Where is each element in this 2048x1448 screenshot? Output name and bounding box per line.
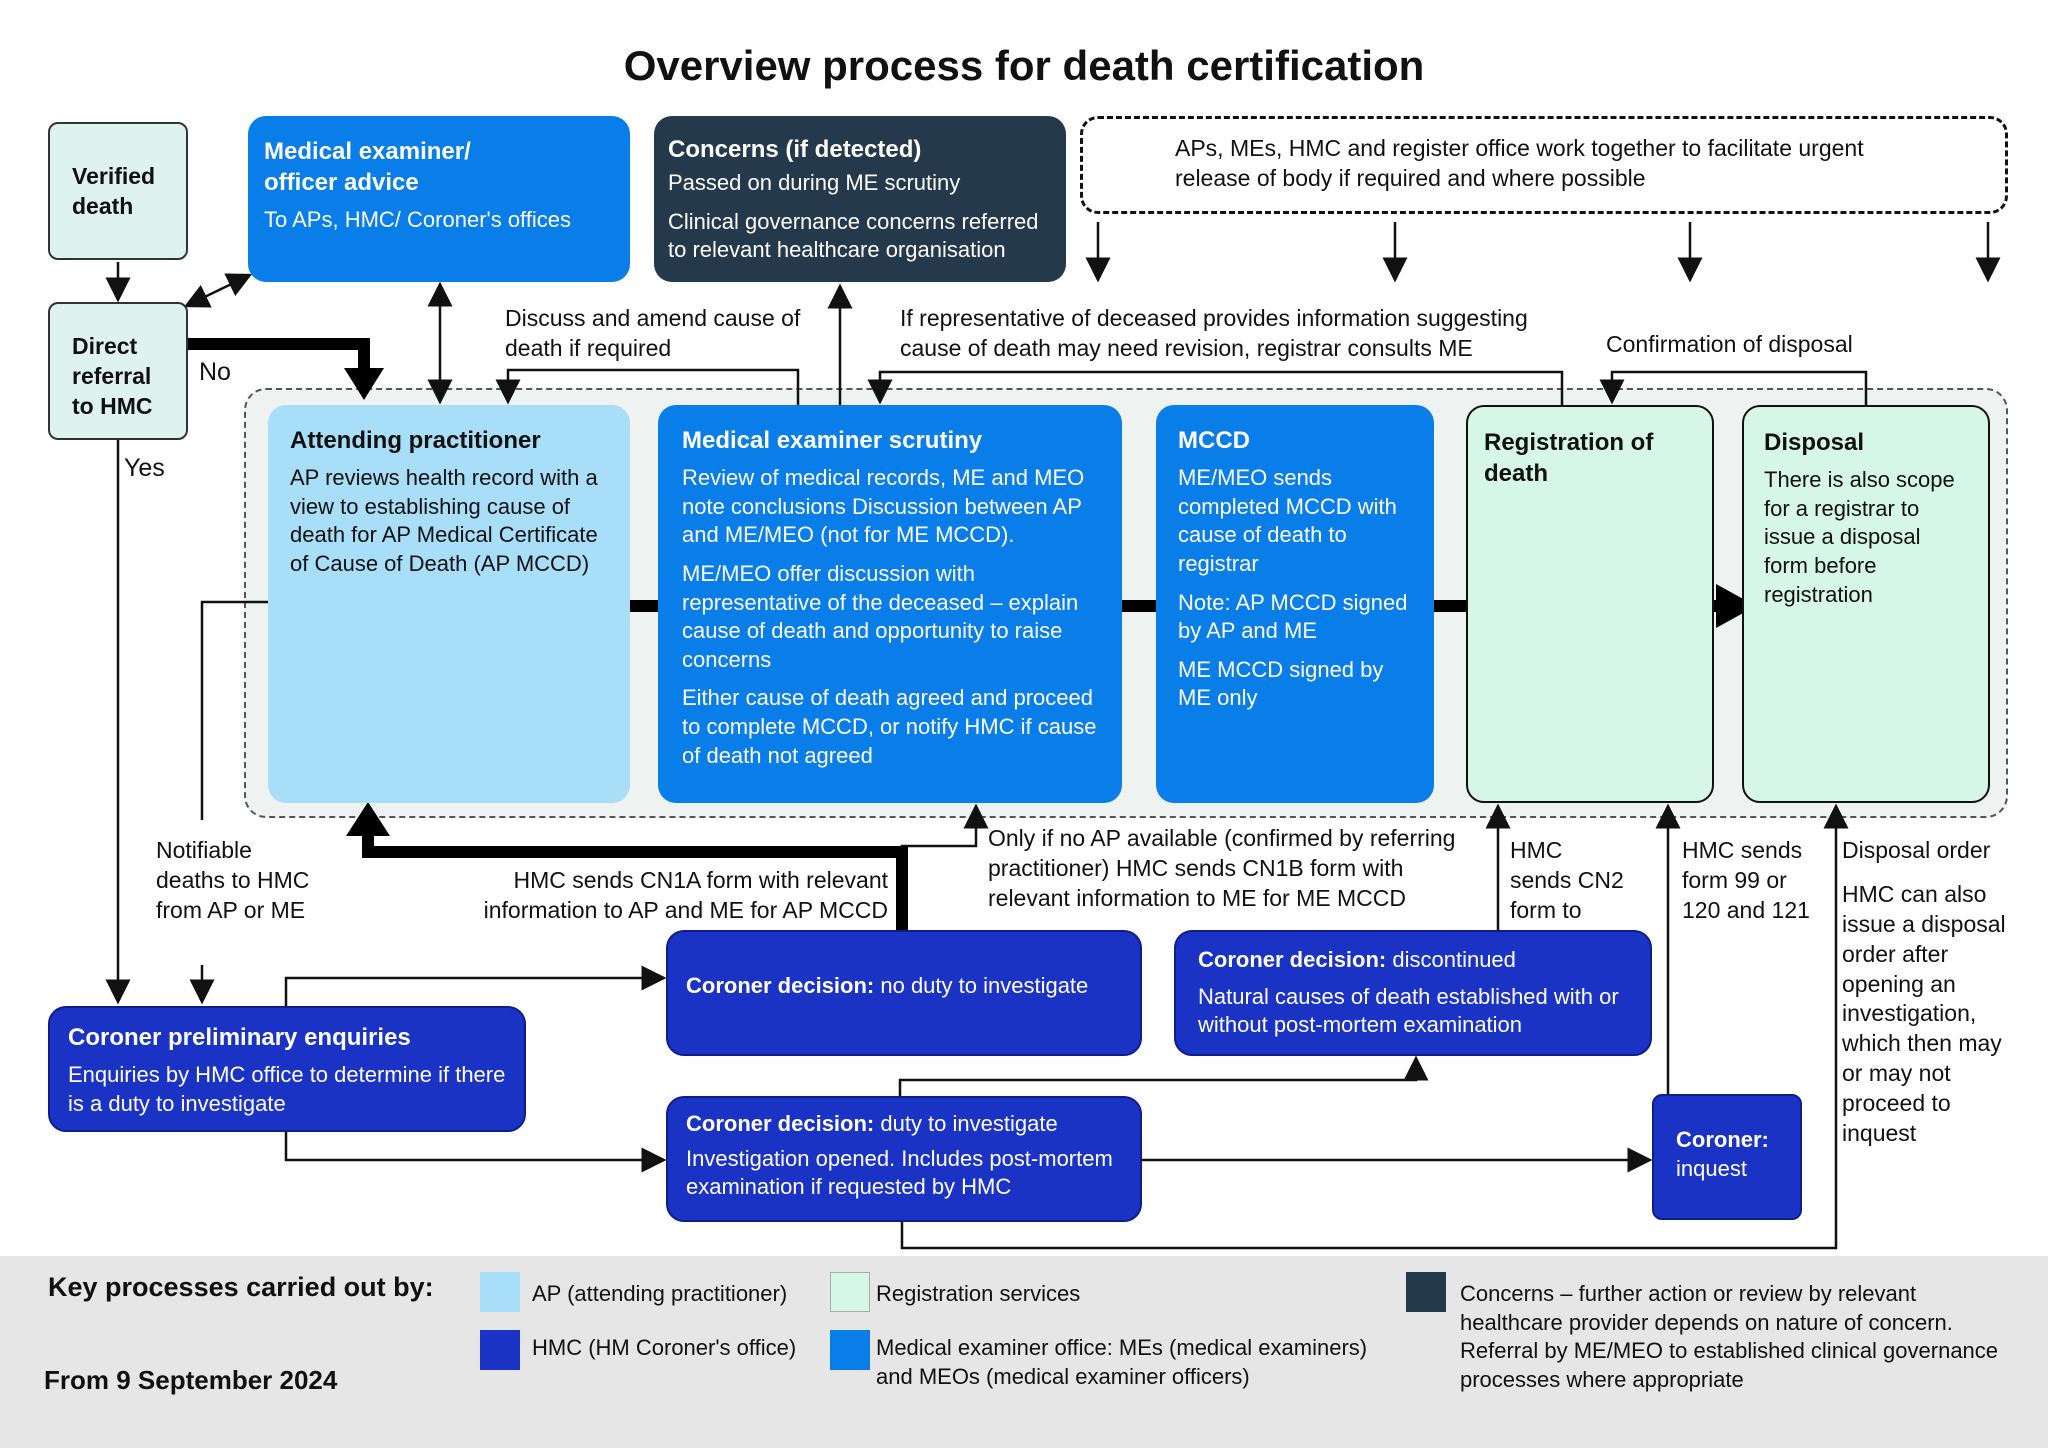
concerns-line2: Clinical governance concerns referred to…: [668, 208, 1039, 263]
key-swatch-ap: [480, 1272, 520, 1312]
discontinued-bold: Coroner decision:: [1198, 947, 1387, 972]
discuss-amend-label: Discuss and amend cause of death if requ…: [505, 305, 801, 361]
discontinued-text: Natural causes of death established with…: [1198, 983, 1619, 1038]
scrutiny-p1: Review of medical records, ME and MEO no…: [682, 465, 1085, 548]
inquest-bold: Coroner:: [1676, 1127, 1769, 1152]
mccd-p1: ME/MEO sends completed MCCD with cause o…: [1178, 465, 1397, 576]
key-panel: [0, 1256, 2048, 1448]
registration-box: Registration of death: [1466, 405, 1714, 803]
disposal-title: Disposal: [1764, 429, 1865, 456]
scrutiny-p3: Either cause of death agreed and proceed…: [682, 685, 1097, 768]
concerns-box: Concerns (if detected) Passed on during …: [654, 116, 1066, 282]
urgent-release-text: APs, MEs, HMC and register office work t…: [1175, 135, 1864, 191]
attending-title: Attending practitioner: [290, 427, 541, 454]
key-swatch-meo: [830, 1330, 870, 1370]
no-duty-bold: Coroner decision:: [686, 973, 875, 998]
direct-referral-box: Direct referral to HMC: [48, 302, 188, 440]
scrutiny-p2: ME/MEO offer discussion with representat…: [682, 560, 1079, 672]
label-no: No: [199, 358, 231, 386]
no-duty-rest: no duty to investigate: [874, 973, 1089, 998]
duty-rest: duty to investigate: [874, 1111, 1058, 1136]
key-swatch-concerns: [1406, 1272, 1446, 1312]
disposal-order-text: HMC can also issue a disposal order afte…: [1842, 880, 2006, 1147]
key-concerns-label: Concerns – further action or review by r…: [1460, 1281, 1999, 1392]
prelim-text: Enquiries by HMC office to determine if …: [68, 1062, 506, 1116]
mccd-title: MCCD: [1178, 427, 1250, 454]
coroner-duty-box: Coroner decision: duty to investigate In…: [666, 1096, 1142, 1222]
discontinued-rest: discontinued: [1386, 947, 1516, 972]
coroner-no-duty-box: Coroner decision: no duty to investigate: [666, 930, 1142, 1056]
attending-text: AP reviews health record with a view to …: [290, 465, 598, 576]
cn1a-label: HMC sends CN1A form with relevant inform…: [483, 867, 888, 923]
mccd-p3: ME MCCD signed by ME only: [1178, 656, 1384, 711]
key-date: From 9 September 2024: [44, 1365, 338, 1395]
key-swatch-hmc: [480, 1330, 520, 1370]
label-yes: Yes: [124, 454, 165, 482]
cn1b-label: Only if no AP available (confirmed by re…: [988, 825, 1456, 911]
attending-practitioner-box: Attending practitioner AP reviews health…: [268, 405, 630, 803]
key-hmc-label: HMC (HM Coroner's office): [532, 1335, 797, 1360]
me-advice-box: Medical examiner/ officer advice To APs,…: [248, 116, 630, 282]
mccd-box: MCCD ME/MEO sends completed MCCD with ca…: [1156, 405, 1434, 803]
confirmation-disposal-label: Confirmation of disposal: [1606, 331, 1853, 357]
disposal-text: There is also scope for a registrar to i…: [1764, 467, 1955, 607]
concerns-line1: Passed on during ME scrutiny: [668, 170, 961, 196]
duty-text: Investigation opened. Includes post-mort…: [686, 1145, 1113, 1200]
representative-info-label: If representative of deceased provides i…: [900, 305, 1528, 361]
form99-label: HMC sends form 99 or 120 and 121: [1682, 837, 1810, 923]
coroner-discontinued-box: Coroner decision: discontinued Natural c…: [1174, 930, 1652, 1056]
prelim-title: Coroner preliminary enquiries: [68, 1024, 411, 1051]
key-meo-label: Medical examiner office: MEs (medical ex…: [876, 1335, 1368, 1389]
me-advice-text: To APs, HMC/ Coroner's offices: [264, 207, 572, 233]
me-scrutiny-box: Medical examiner scrutiny Review of medi…: [658, 405, 1122, 803]
registration-title: Registration of death: [1484, 429, 1654, 488]
verified-death-label: Verified death: [72, 163, 156, 219]
disposal-order-title: Disposal order: [1842, 837, 1991, 863]
disposal-order-label: Disposal order HMC can also issue a disp…: [1842, 836, 2022, 1149]
concerns-title: Concerns (if detected): [668, 136, 922, 163]
me-advice-title: Medical examiner/ officer advice: [264, 138, 471, 197]
key-registration-label: Registration services: [876, 1281, 1081, 1306]
coroner-prelim-box: Coroner preliminary enquiries Enquiries …: [48, 1006, 526, 1132]
mccd-p2: Note: AP MCCD signed by AP and ME: [1178, 589, 1408, 644]
key-swatch-registration: [830, 1272, 870, 1312]
verified-death-box: Verified death: [48, 122, 188, 260]
disposal-box: Disposal There is also scope for a regis…: [1742, 405, 1990, 803]
page-title: Overview process for death certification: [623, 42, 1425, 89]
notifiable-label: Notifiable deaths to HMC from AP or ME: [156, 837, 310, 923]
coroner-inquest-box: Coroner: inquest: [1652, 1094, 1802, 1220]
direct-referral-label: Direct referral to HMC: [72, 333, 153, 419]
duty-bold: Coroner decision:: [686, 1111, 875, 1136]
scrutiny-title: Medical examiner scrutiny: [682, 427, 983, 454]
urgent-release-box: [1080, 116, 2008, 214]
inquest-rest: inquest: [1676, 1155, 1747, 1181]
key-heading: Key processes carried out by:: [48, 1272, 434, 1302]
key-ap-label: AP (attending practitioner): [532, 1281, 788, 1306]
